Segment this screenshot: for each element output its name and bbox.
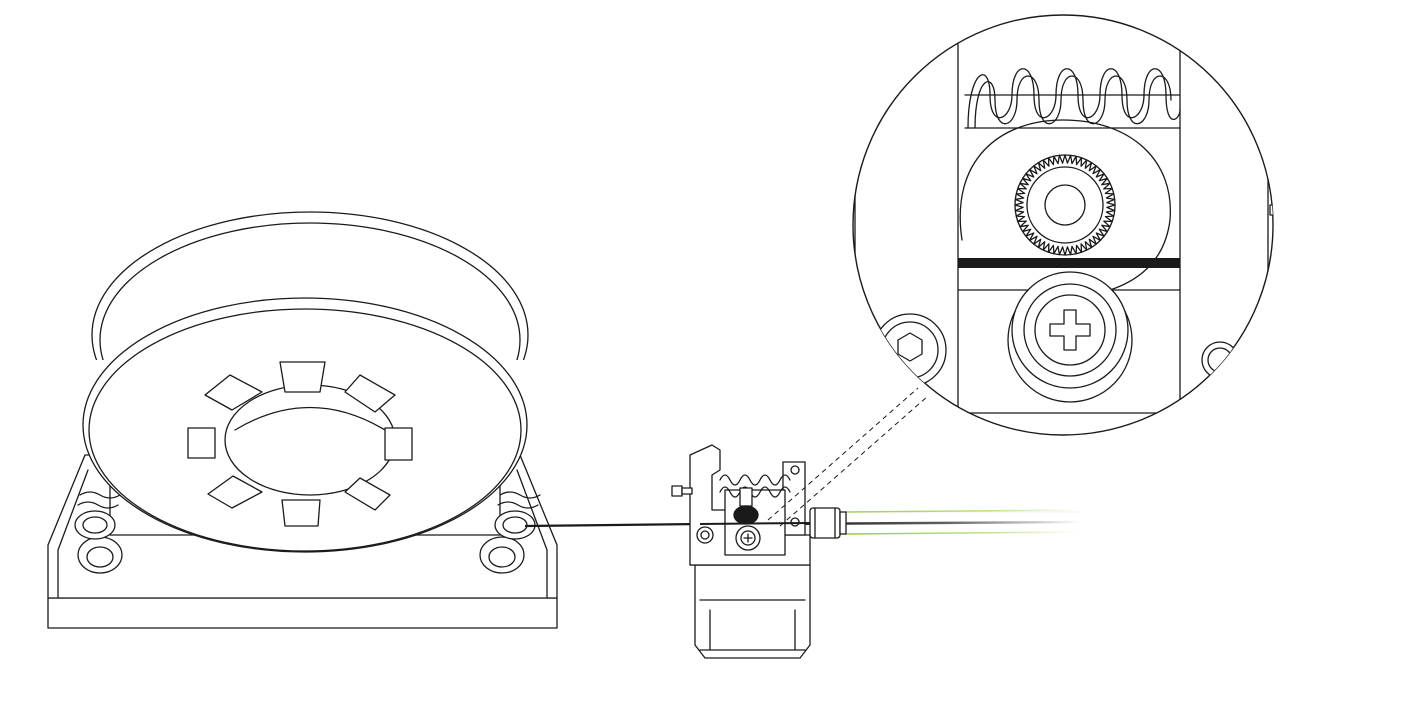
bearing-left-icon	[74, 491, 121, 540]
idler-bearing-icon	[735, 525, 761, 551]
ptfe-tube	[809, 507, 1081, 539]
mount-hole-left-icon	[77, 536, 123, 574]
spring-icon	[719, 474, 791, 498]
spool-windows-icon	[187, 361, 413, 527]
filament-spool	[82, 211, 529, 553]
bearing-right-icon	[494, 491, 541, 540]
drive-gear-detail-icon	[1014, 154, 1116, 256]
motor-icon	[694, 564, 811, 659]
screw-icon	[696, 526, 714, 544]
idler-bearing-detail-icon	[1007, 271, 1133, 403]
gear-teeth	[1014, 154, 1116, 256]
mount-hole-right-icon	[479, 536, 525, 574]
spool-holder	[47, 454, 558, 629]
hex-screw-icon	[873, 313, 947, 387]
magnified-detail	[852, 14, 1274, 436]
drive-gear-icon	[733, 487, 759, 525]
tube-coupler-icon	[809, 507, 847, 539]
callout-leader	[767, 387, 929, 527]
tension-spring-icon	[964, 68, 1181, 129]
filament-path-icon	[958, 258, 1180, 268]
side-screw-icon	[671, 485, 693, 497]
mount-hole-detail-icon	[1201, 341, 1239, 379]
extruder	[671, 444, 811, 659]
